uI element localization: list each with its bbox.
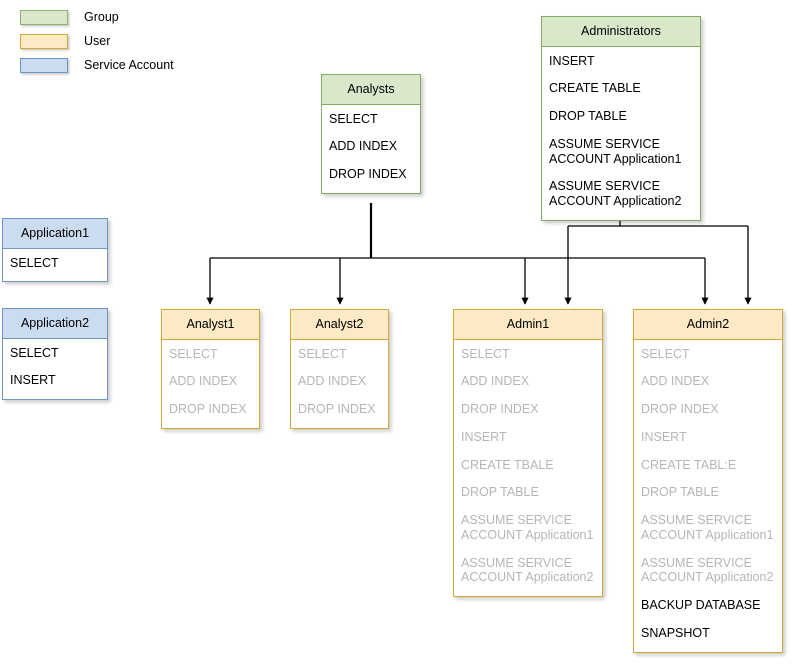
legend-swatch-group [20,9,68,25]
node-admin2-title: Admin2 [634,310,782,340]
permission-inherited: ASSUME SERVICE ACCOUNT Application2 [641,555,774,585]
permission-own: SELECT [329,111,378,126]
legend-item-group: Group [20,6,174,28]
permission-inherited: CREATE TBALE [461,457,554,472]
node-admin1-permissions: SELECT ADD INDEX DROP INDEX INSERT CREATE TB… [454,340,602,597]
permission-inherited: DROP INDEX [169,402,247,416]
permission-inherited: INSERT [641,429,687,444]
node-analyst2[interactable]: Analyst2 SELECT ADD INDEX DROP INDEX [290,309,389,429]
permission-own: BACKUP DATABASE [641,598,761,612]
permission-inherited: ADD INDEX [461,374,530,389]
permission-own: ASSUME SERVICE ACCOUNT Application2 [549,179,682,208]
node-admin2[interactable]: Admin2 SELECT ADD INDEX DROP INDEX INSERT CR… [633,309,783,653]
permission-inherited: SELECT [641,346,690,361]
permission-own: SELECT [10,345,59,360]
node-admin1[interactable]: Admin1 SELECT ADD INDEX DROP INDEX INSERT CR… [453,309,603,597]
permission-inherited: CREATE TABL:E [641,457,737,472]
node-analyst1[interactable]: Analyst1 SELECT ADD INDEX DROP INDEX [161,309,260,429]
permission-own: ADD INDEX [329,139,398,154]
legend-swatch-service-account [20,57,68,73]
node-admin1-title: Admin1 [454,310,602,340]
legend: Group User Service Account [20,6,174,78]
permission-inherited: DROP TABLE [641,485,719,500]
node-analyst1-permissions: SELECT ADD INDEX DROP INDEX [162,340,259,428]
node-analysts-title: Analysts [322,75,420,105]
permission-inherited: ADD INDEX [169,374,238,389]
permission-inherited: DROP INDEX [298,402,376,416]
permission-own: SELECT [10,255,59,270]
node-application2[interactable]: Application2 SELECT INSERT [2,308,108,400]
permission-inherited: DROP TABLE [461,485,539,500]
node-analysts[interactable]: Analysts SELECT ADD INDEX DROP INDEX [321,74,421,194]
node-analyst1-title: Analyst1 [162,310,259,340]
node-administrators-permissions: INSERT CREATE TABLE DROP TABLE ASSUME SERVI… [542,47,700,220]
permission-inherited: DROP INDEX [641,402,719,416]
permission-own: DROP TABLE [549,109,627,123]
permission-own: DROP INDEX [329,167,407,181]
legend-label-user: User [84,34,111,48]
node-application1[interactable]: Application1 SELECT [2,218,108,283]
node-administrators-title: Administrators [542,17,700,47]
legend-swatch-user [20,33,68,49]
legend-item-service-account: Service Account [20,54,174,76]
permission-inherited: ADD INDEX [641,374,710,389]
permission-own: SNAPSHOT [641,625,710,640]
legend-label-service-account: Service Account [84,58,174,72]
node-application1-title: Application1 [3,219,107,249]
node-administrators[interactable]: Administrators INSERT CREATE TABLE DROP TA… [541,16,701,221]
node-application2-permissions: SELECT INSERT [3,339,107,400]
node-analysts-permissions: SELECT ADD INDEX DROP INDEX [322,105,420,193]
node-application2-title: Application2 [3,309,107,339]
permission-inherited: ADD INDEX [298,374,367,389]
legend-label-group: Group [84,10,119,24]
permission-own: INSERT [549,53,595,68]
permission-inherited: ASSUME SERVICE ACCOUNT Application1 [641,513,774,542]
node-application1-permissions: SELECT [3,249,107,282]
legend-item-user: User [20,30,174,52]
permission-inherited: INSERT [461,429,507,444]
permission-own: ASSUME SERVICE ACCOUNT Application1 [549,136,682,166]
permission-inherited: SELECT [298,346,347,361]
node-analyst2-permissions: SELECT ADD INDEX DROP INDEX [291,340,388,428]
node-admin2-permissions: SELECT ADD INDEX DROP INDEX INSERT CREATE TA… [634,340,782,652]
permission-inherited: SELECT [461,346,510,361]
permission-inherited: SELECT [169,346,218,361]
permission-own: CREATE TABLE [549,81,641,96]
node-analyst2-title: Analyst2 [291,310,388,340]
permission-inherited: ASSUME SERVICE ACCOUNT Application1 [461,513,594,542]
permission-own: INSERT [10,373,56,388]
permission-inherited: DROP INDEX [461,402,539,416]
permission-inherited: ASSUME SERVICE ACCOUNT Application2 [461,555,594,585]
